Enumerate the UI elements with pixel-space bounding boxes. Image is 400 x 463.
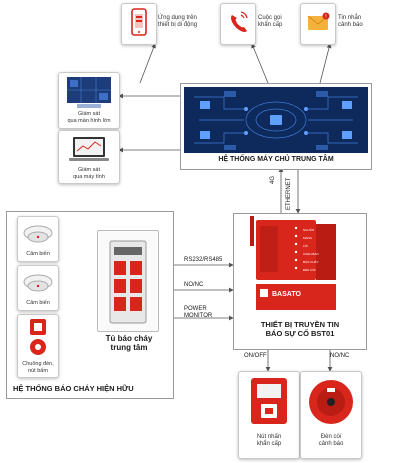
sensor-label-1: Cảm biến — [26, 251, 50, 257]
existing-system-title: HỆ THỐNG BÁO CHÁY HIỆN HỮU — [13, 384, 134, 393]
svg-text:!: ! — [325, 14, 326, 20]
smoke-detector-icon — [23, 225, 53, 243]
mobile-app-card — [121, 3, 157, 45]
link-nonc-label: NO/NC — [184, 282, 204, 288]
fire-alarm-panel-icon — [109, 240, 147, 324]
emergency-button-icon — [251, 378, 287, 424]
emergency-call-card — [220, 3, 256, 45]
bell-button-icon — [30, 319, 46, 355]
sms-message-icon: ! — [307, 12, 330, 30]
link-ethernet-label: ETHERNET — [286, 177, 292, 210]
link-nonc2-label: NO/NC — [330, 353, 350, 359]
smoke-sensor-card-1: Cảm biến — [17, 216, 59, 262]
server-network-illustration — [184, 87, 368, 153]
existing-fire-system-box: Cảm biến Cảm biến Chuông đèn,nút bấm — [6, 211, 174, 399]
central-server-box: HỆ THỐNG MÁY CHỦ TRUNG TÂM — [180, 83, 372, 170]
video-wall-icon — [67, 77, 111, 108]
phone-call-icon — [231, 11, 248, 32]
smoke-detector-icon — [23, 274, 53, 292]
sensor-label-2: Cảm biến — [26, 300, 50, 306]
transmitter-brand: BASATO — [272, 291, 301, 298]
laptop-icon — [69, 137, 109, 161]
smoke-sensor-card-2: Cảm biến — [17, 265, 59, 311]
smartphone-app-icon — [131, 8, 147, 36]
link-rs-label: RS232/RS485 — [184, 257, 223, 263]
central-server-title: HỆ THỐNG MÁY CHỦ TRUNG TÂM — [218, 156, 334, 163]
fire-panel-card — [97, 230, 159, 332]
link-4g-label: 4G — [270, 175, 276, 184]
alarm-bell-icon — [309, 380, 353, 424]
transmitter-device-icon: BASATO — [250, 216, 336, 310]
link-onoff-label: ON/OFF — [244, 353, 267, 359]
bell-button-label: Chuông đèn,nút bấm — [22, 361, 54, 374]
bell-button-card: Chuông đèn,nút bấm — [17, 314, 59, 378]
alert-sms-card: ! — [300, 3, 336, 45]
